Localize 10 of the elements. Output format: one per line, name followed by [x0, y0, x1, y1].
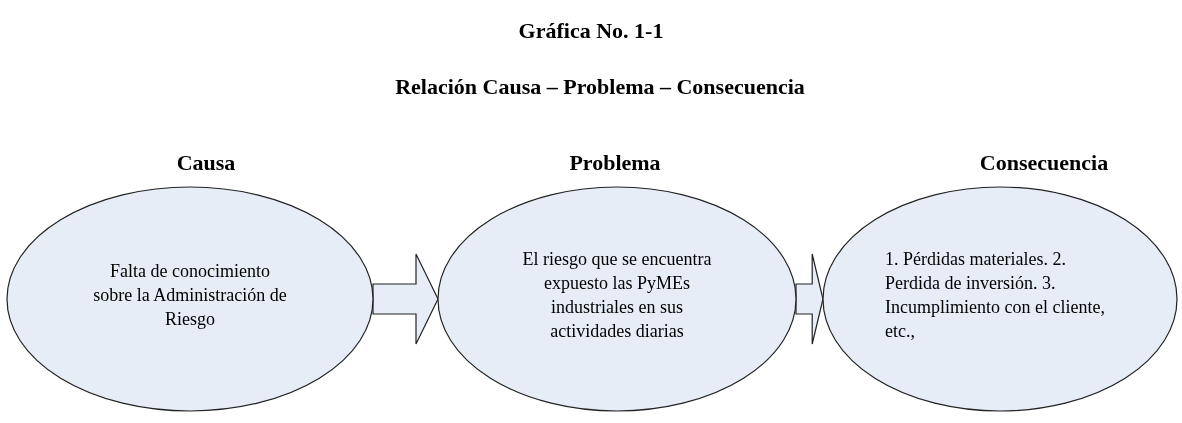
ellipse-text: Falta de conocimiento sobre la Administración de Riesgo [92, 260, 288, 331]
ellipse-text: El riesgo que se encuentra expuesto las PyMEs industriales en sus actividades diarias [521, 248, 713, 343]
column-heading: Problema [569, 149, 661, 177]
column-heading: Causa [176, 149, 236, 177]
subtitle: Relación Causa – Problema – Consecuencia [394, 73, 806, 101]
ellipse-text: 1. Pérdidas materiales. 2. Perdida de inversión. 3. Incumplimiento con el cliente, etc., [885, 248, 1106, 343]
block-arrow [372, 253, 439, 345]
block-arrow [795, 253, 824, 345]
diagram-title: Gráfica No. 1-1 [517, 17, 665, 45]
column-heading: Consecuencia [979, 149, 1109, 177]
